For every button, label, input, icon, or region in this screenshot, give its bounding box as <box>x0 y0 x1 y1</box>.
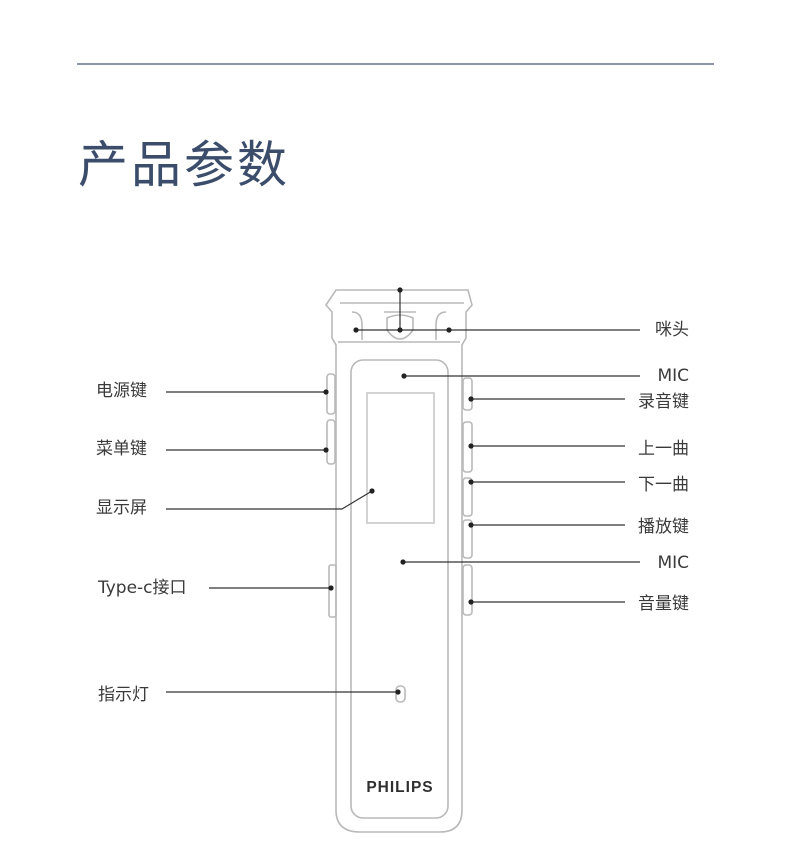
label-mic-head: 咪头 <box>655 320 689 340</box>
label-next-track: 下一曲 <box>638 475 689 495</box>
leader-lines <box>166 290 640 693</box>
label-display: 显示屏 <box>96 498 147 518</box>
page-title: 产品参数 <box>78 136 290 194</box>
label-menu-button: 菜单键 <box>96 439 147 459</box>
label-mic-mid: MIC <box>657 553 689 573</box>
device-outline <box>324 289 473 833</box>
label-play-button: 播放键 <box>638 517 689 537</box>
philips-logo: PHILIPS <box>366 779 433 796</box>
label-volume-button: 音量键 <box>638 594 689 614</box>
header-divider <box>77 63 714 65</box>
leader-dots <box>323 287 474 695</box>
label-prev-track: 上一曲 <box>638 439 689 459</box>
label-mic-top: MIC <box>657 366 689 386</box>
label-indicator: 指示灯 <box>98 685 149 705</box>
label-record-button: 录音键 <box>638 392 689 412</box>
label-typec-port: Type-c接口 <box>98 578 187 598</box>
leader-display <box>166 490 373 510</box>
label-power-button: 电源键 <box>96 381 147 401</box>
